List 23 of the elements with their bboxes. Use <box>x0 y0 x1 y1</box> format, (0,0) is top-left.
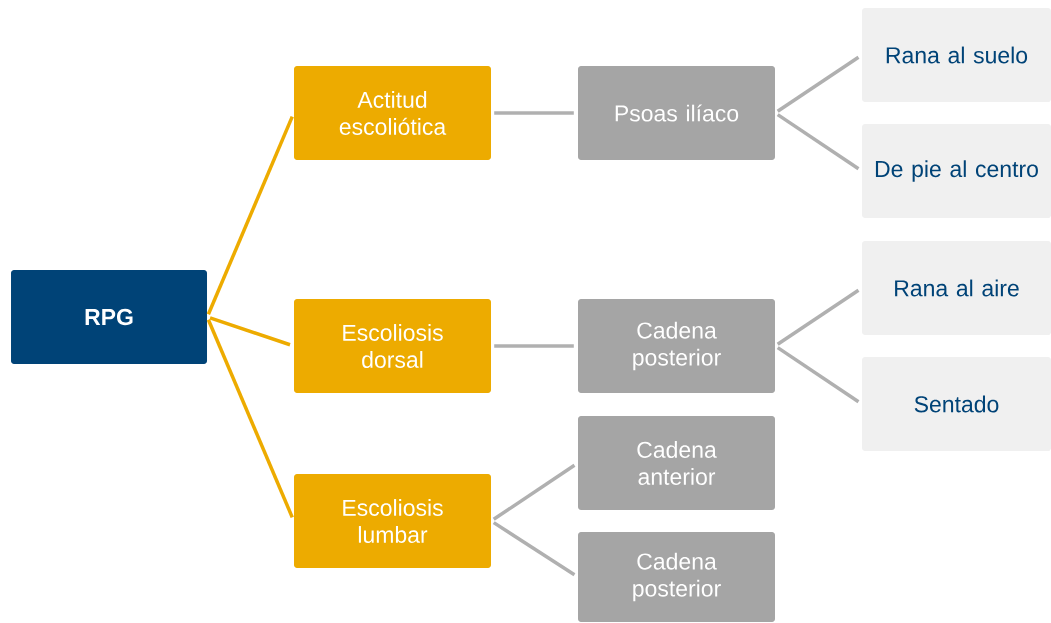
connector-line <box>776 113 860 171</box>
chain-box: Cadena anterior <box>578 416 775 510</box>
chain-box: Cadena posterior <box>578 299 775 393</box>
root-box: RPG <box>11 270 207 364</box>
connector-line <box>776 346 860 404</box>
connector-line <box>494 111 574 115</box>
category-box: Escoliosis lumbar <box>294 474 491 568</box>
connector-line <box>776 288 860 346</box>
connector-line <box>209 316 291 347</box>
connector-line <box>206 319 294 518</box>
category-box: Escoliosis dorsal <box>294 299 491 393</box>
connector-line <box>206 116 294 315</box>
connector-line <box>492 521 576 577</box>
category-box: Actitud escoliótica <box>294 66 491 160</box>
exercise-box: Rana al aire <box>862 241 1051 335</box>
exercise-box: De pie al centro <box>862 124 1051 218</box>
chain-box: Psoas ilíaco <box>578 66 775 160</box>
exercise-box: Rana al suelo <box>862 8 1051 102</box>
chain-box: Cadena posterior <box>578 532 775 622</box>
exercise-box: Sentado <box>862 357 1051 451</box>
connector-line <box>776 55 860 113</box>
connector-line <box>492 463 576 521</box>
connector-line <box>494 344 574 348</box>
